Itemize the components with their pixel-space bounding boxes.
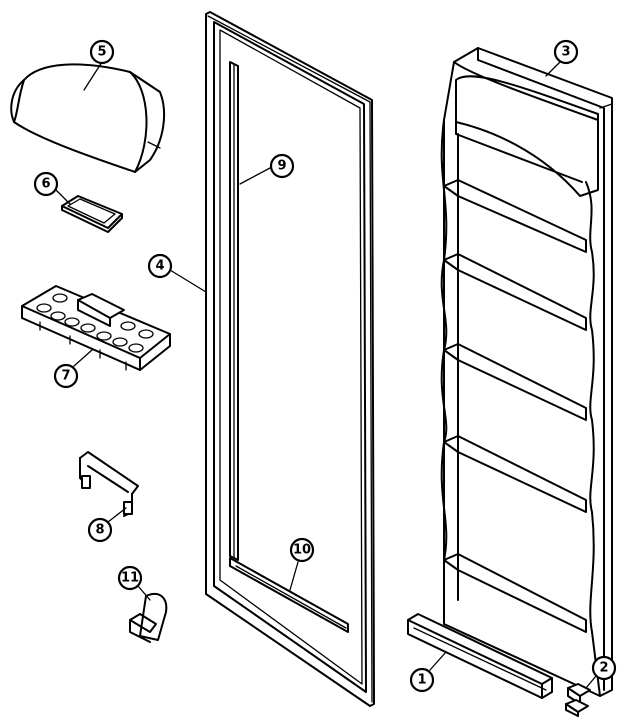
callout-4-label: 4 xyxy=(155,259,164,274)
callout-11: 11 xyxy=(117,565,151,601)
callout-5: 5 xyxy=(83,39,115,91)
callout-9: 9 xyxy=(239,153,295,185)
callout-4: 4 xyxy=(147,253,207,293)
part-11-bracket xyxy=(129,593,168,643)
callout-7: 7 xyxy=(53,349,93,389)
callout-2: 2 xyxy=(585,655,617,689)
part-6-insert xyxy=(61,195,123,233)
part-10-bottom-strip xyxy=(229,557,349,633)
callout-10-label: 10 xyxy=(293,543,311,558)
callout-8: 8 xyxy=(87,507,127,543)
part-7-egg-tray xyxy=(21,285,171,371)
callout-2-label: 2 xyxy=(599,661,608,676)
callout-10: 10 xyxy=(289,537,315,591)
callout-11-label: 11 xyxy=(121,571,139,586)
part-8-clip xyxy=(79,451,139,517)
callout-1: 1 xyxy=(409,651,447,693)
callout-6-label: 6 xyxy=(41,177,50,192)
part-5-bin-cover xyxy=(10,63,166,173)
callout-5-label: 5 xyxy=(97,45,106,60)
callout-3-label: 3 xyxy=(561,45,570,60)
callout-1-label: 1 xyxy=(417,673,426,688)
part-4-door-gasket xyxy=(205,11,375,707)
part-2-clips xyxy=(565,683,591,717)
callout-8-label: 8 xyxy=(95,523,104,538)
callout-9-label: 9 xyxy=(277,159,286,174)
callout-3: 3 xyxy=(545,39,579,77)
part-9-strip xyxy=(229,61,239,561)
callout-7-label: 7 xyxy=(61,369,70,384)
callout-6: 6 xyxy=(33,171,71,205)
part-3-door-liner xyxy=(440,47,613,697)
part-1-trim-strip xyxy=(407,613,553,699)
egg-cups xyxy=(36,293,154,353)
